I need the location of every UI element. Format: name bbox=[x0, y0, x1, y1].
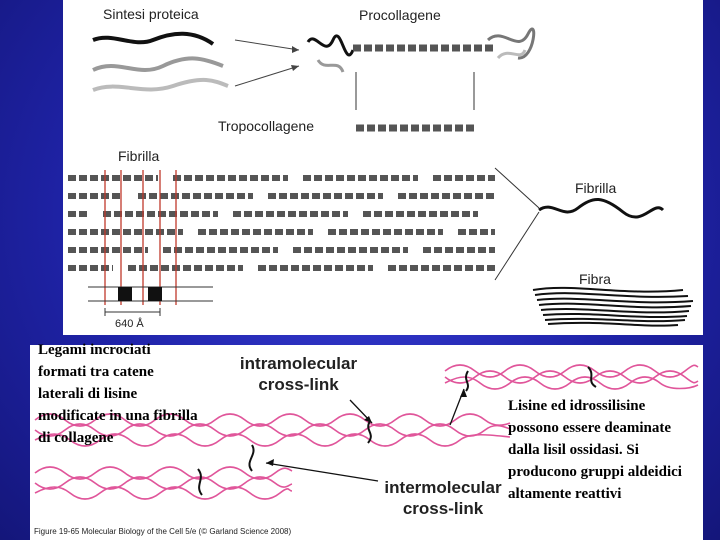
tropocollagene-label: Tropocollagene bbox=[218, 118, 314, 134]
black-chain bbox=[92, 31, 215, 46]
grey-chain bbox=[92, 56, 224, 72]
triple-helix-middle bbox=[34, 413, 511, 447]
procollagen-left bbox=[306, 34, 355, 57]
cross-link-marks bbox=[197, 366, 597, 496]
intermolecular-cross-link-label: intermolecular cross-link bbox=[384, 478, 502, 518]
scale-label: 640 Å bbox=[115, 318, 144, 330]
triple-helix-bottom bbox=[34, 466, 293, 500]
fibra-label: Fibra bbox=[579, 271, 611, 287]
period-lines bbox=[104, 170, 177, 305]
fiber-bundle bbox=[532, 286, 694, 327]
cross-link-description: Legami incrociati formati tra catene lat… bbox=[38, 342, 198, 446]
sintesi-proteica-label: Sintesi proteica bbox=[103, 6, 199, 22]
collagen-assembly-drawing bbox=[68, 27, 694, 327]
single-fibril bbox=[538, 198, 665, 219]
procollagene-label: Procollagene bbox=[359, 7, 441, 23]
fibrilla-left-label: Fibrilla bbox=[118, 148, 160, 164]
light-chain bbox=[92, 78, 229, 92]
fibrilla-array bbox=[68, 175, 495, 271]
figure-caption: Figure 19-65 Molecular Biology of the Ce… bbox=[34, 527, 292, 536]
lysine-deamination-text: Lisine ed idrossilisine possono essere d… bbox=[508, 398, 682, 502]
fibrilla-right-label: Fibrilla bbox=[575, 180, 617, 196]
cross-link-drawing bbox=[34, 364, 699, 500]
triple-helix-top bbox=[444, 364, 699, 390]
cross-link-panel: Legami incrociati formati tra catene lat… bbox=[30, 342, 703, 540]
collagen-assembly-panel: Sintesi proteica Procollagene Tropocolla… bbox=[63, 0, 703, 335]
intramolecular-cross-link-label: intramolecular cross-link bbox=[239, 354, 358, 394]
